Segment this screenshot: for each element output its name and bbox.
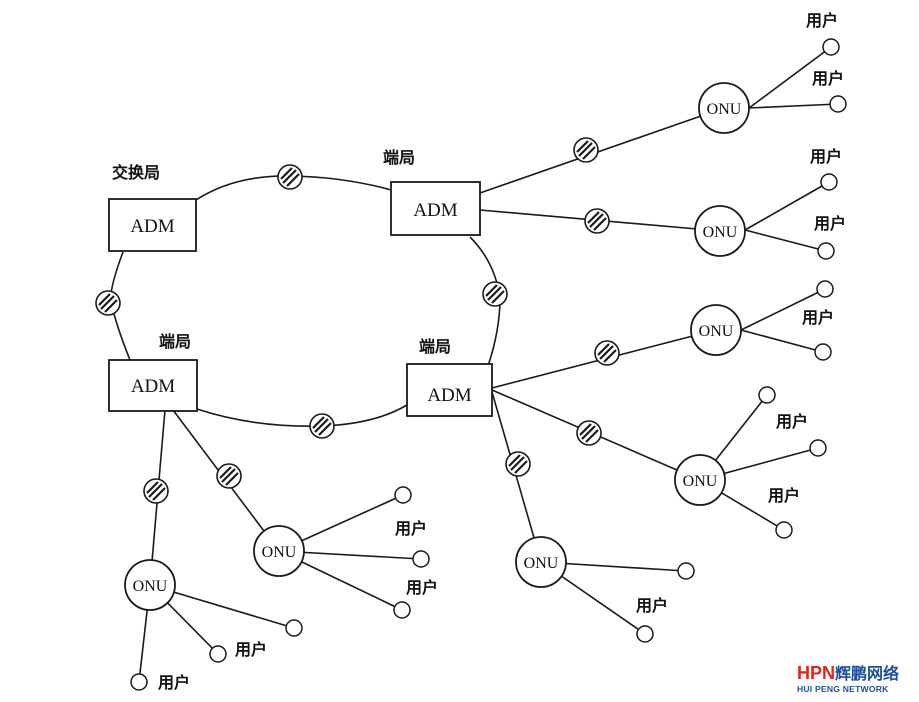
onu-node: ONU [698, 82, 750, 134]
user-terminal [814, 343, 832, 361]
user-label: 用户 [776, 412, 808, 431]
adm-label: ADM [130, 216, 174, 237]
onu-node: ONU [253, 525, 305, 577]
user-label: 用户 [406, 578, 438, 597]
user-label: 用户 [768, 486, 800, 505]
logo-cn: 辉鹏网络 [835, 664, 900, 683]
user-label: 用户 [636, 596, 668, 615]
adm-label: ADM [131, 376, 175, 397]
user-terminal [820, 173, 838, 191]
onu-label: ONU [703, 224, 738, 241]
user-terminal [809, 439, 827, 457]
splitter-node [215, 462, 243, 490]
exchange-office-label: 交换局 [112, 163, 160, 182]
user-label: 用户 [235, 640, 267, 659]
user-terminal [829, 95, 847, 113]
user-terminal [412, 550, 430, 568]
splitter-node [572, 136, 600, 164]
user-terminal [285, 619, 303, 637]
user-label: 用户 [812, 69, 844, 88]
user-terminal [775, 521, 793, 539]
logo-hpn: HPN [797, 663, 836, 683]
end-office-label: 端局 [159, 332, 191, 351]
user-terminal [822, 38, 840, 56]
onu-label: ONU [683, 473, 718, 490]
user-labels: 用户 用户 用户 用户 用户 用户 用户 用户 用户 用户 用户 用户 [158, 11, 846, 692]
adm-end-office-1: ADM [390, 181, 481, 236]
adm-end-office-3: ADM [406, 363, 493, 417]
onu-node: ONU [124, 559, 176, 611]
onu-label: ONU [262, 544, 297, 561]
user-terminal [394, 486, 412, 504]
onu-node: ONU [674, 454, 726, 506]
splitter-node [593, 339, 621, 367]
user-label: 用户 [810, 147, 842, 166]
splitter-node [94, 289, 122, 317]
user-terminal [677, 562, 695, 580]
user-label: 用户 [814, 214, 846, 233]
splitter-node [142, 477, 170, 505]
splitter-node [308, 412, 336, 440]
onu-node: ONU [694, 205, 746, 257]
user-label: 用户 [802, 308, 834, 327]
user-terminal [758, 386, 776, 404]
onu-label: ONU [524, 555, 559, 572]
splitter-node [504, 450, 532, 478]
user-terminal [209, 645, 227, 663]
splitter-node [575, 419, 603, 447]
logo-sub: HUI PENG NETWORK [797, 684, 889, 694]
onu-label: ONU [133, 578, 168, 595]
user-terminal [636, 625, 654, 643]
user-terminal [130, 673, 148, 691]
hpn-logo: HPN辉鹏网络 HUI PENG NETWORK [797, 663, 913, 695]
adm-end-office-2: ADM [108, 359, 198, 412]
end-office-label: 端局 [419, 337, 451, 356]
onu-node: ONU [690, 304, 742, 356]
user-terminal [393, 601, 411, 619]
user-label: 用户 [158, 673, 190, 692]
adm-label: ADM [413, 200, 457, 221]
onu-label: ONU [699, 323, 734, 340]
user-label: 用户 [806, 11, 838, 30]
onu-node: ONU [515, 536, 567, 588]
end-office-label: 端局 [383, 148, 415, 167]
onu-label: ONU [707, 101, 742, 118]
splitters [94, 136, 621, 505]
user-terminal [817, 242, 835, 260]
user-terminals [130, 38, 847, 691]
adm-exchange: ADM [108, 198, 197, 252]
adm-label: ADM [427, 385, 471, 406]
user-label: 用户 [395, 519, 427, 538]
splitter-node [583, 207, 611, 235]
splitter-node [276, 163, 304, 191]
splitter-node [481, 280, 509, 308]
user-terminal [816, 280, 834, 298]
